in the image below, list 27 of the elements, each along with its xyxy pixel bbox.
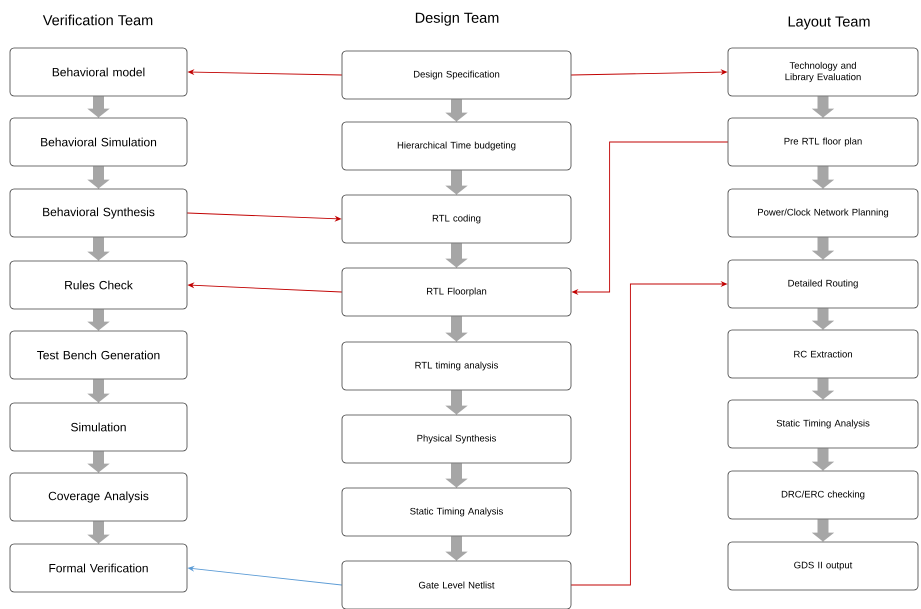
column-heading: Design Team [416,12,498,26]
process-box: Power/Clock Network Planning [728,188,918,238]
process-box: DRC/ERC checking [728,470,918,520]
process-box: Behavioral Simulation [10,118,188,166]
process-box: Technology and Library Evaluation [728,48,918,96]
column-heading: Layout Team [788,16,870,30]
process-box: RTL Floorplan [342,268,572,316]
process-box: RTL coding [342,194,572,244]
process-box: Static Timing Analysis [728,400,918,448]
process-box: Hierarchical Time budgeting [342,122,572,170]
process-box: RTL timing analysis [342,342,572,390]
process-box: Static Timing Analysis [342,488,572,536]
process-box: Gate Level Netlist [342,560,572,609]
process-box: Simulation [10,402,188,452]
process-box: Coverage Analysis [10,472,188,522]
process-box: Test Bench Generation [10,330,188,380]
process-box: Design Specification [342,50,572,100]
column-heading: Verification Team [42,14,152,26]
process-box: Pre RTL floor plan [728,118,918,166]
process-box: Rules Check [10,260,188,310]
process-box: GDS II output [728,542,918,590]
process-box: Detailed Routing [728,260,918,308]
process-box: Physical Synthesis [342,414,572,464]
process-box: RC Extraction [728,330,918,378]
process-box: Formal Verification [10,544,188,592]
process-box: Behavioral model [10,48,188,96]
process-box: Behavioral Synthesis [10,188,188,238]
